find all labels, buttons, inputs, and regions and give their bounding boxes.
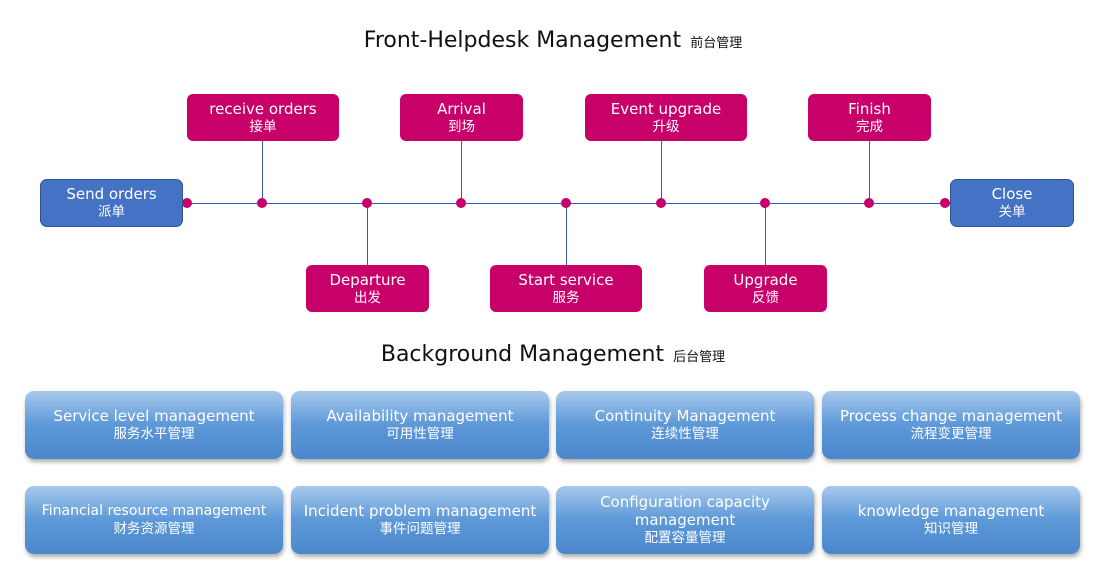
start-service-zh: 服务 bbox=[552, 289, 580, 306]
start-service-en: Start service bbox=[518, 270, 614, 289]
timeline-dot bbox=[362, 198, 372, 208]
timeline-dot bbox=[182, 198, 192, 208]
process-change-management-box: Process change management 流程变更管理 bbox=[822, 391, 1080, 459]
timeline-dot bbox=[864, 198, 874, 208]
module-label-zh: 配置容量管理 bbox=[644, 530, 726, 546]
connector-receive bbox=[262, 141, 263, 203]
start-service-box: Start service 服务 bbox=[490, 265, 642, 312]
module-label-en: Continuity Management bbox=[594, 407, 776, 425]
configuration-capacity-management-box: Configuration capacity management 配置容量管理 bbox=[556, 486, 814, 554]
upgrade-box: Upgrade 反馈 bbox=[704, 265, 827, 312]
event-upgrade-zh: 升级 bbox=[652, 118, 680, 135]
service-level-management-box: Service level management 服务水平管理 bbox=[25, 391, 283, 459]
send-orders-en: Send orders bbox=[66, 185, 157, 203]
module-label-en: Configuration capacity management bbox=[600, 493, 770, 529]
back-title: Background Management 后台管理 bbox=[0, 342, 1106, 367]
module-label-zh: 知识管理 bbox=[924, 521, 978, 537]
connector-arrival bbox=[461, 141, 462, 203]
front-title: Front-Helpdesk Management 前台管理 bbox=[0, 28, 1106, 53]
module-label-zh: 连续性管理 bbox=[651, 426, 719, 442]
module-label-en: Incident problem management bbox=[303, 502, 537, 520]
knowledge-management-box: knowledge management 知识管理 bbox=[822, 486, 1080, 554]
incident-problem-management-box: Incident problem management 事件问题管理 bbox=[291, 486, 549, 554]
finish-en: Finish bbox=[848, 99, 891, 118]
module-label-en: Financial resource management bbox=[41, 503, 267, 519]
module-label-zh: 事件问题管理 bbox=[379, 521, 461, 537]
timeline-dot bbox=[257, 198, 267, 208]
module-label-en: knowledge management bbox=[857, 502, 1045, 520]
close-en: Close bbox=[991, 185, 1033, 203]
close-zh: 关单 bbox=[998, 204, 1026, 220]
back-title-zh: 后台管理 bbox=[673, 350, 726, 365]
connector-upgrade bbox=[765, 203, 766, 266]
availability-management-box: Availability management 可用性管理 bbox=[291, 391, 549, 459]
departure-box: Departure 出发 bbox=[306, 265, 429, 312]
finish-box: Finish 完成 bbox=[808, 94, 931, 141]
financial-resource-management-box: Financial resource management 财务资源管理 bbox=[25, 486, 283, 554]
departure-zh: 出发 bbox=[354, 289, 381, 306]
close-box: Close 关单 bbox=[950, 179, 1074, 227]
timeline-dot bbox=[456, 198, 466, 208]
upgrade-en: Upgrade bbox=[733, 270, 798, 289]
departure-en: Departure bbox=[329, 270, 406, 289]
arrival-zh: 到场 bbox=[448, 118, 475, 135]
front-title-zh: 前台管理 bbox=[690, 36, 743, 51]
finish-zh: 完成 bbox=[856, 118, 883, 135]
connector-departure bbox=[367, 203, 368, 266]
receive-orders-en: receive orders bbox=[209, 99, 317, 118]
receive-orders-zh: 接单 bbox=[249, 118, 277, 135]
module-label-zh: 可用性管理 bbox=[386, 426, 454, 442]
timeline-dot bbox=[561, 198, 571, 208]
arrival-box: Arrival 到场 bbox=[400, 94, 523, 141]
timeline-dot bbox=[940, 198, 950, 208]
arrival-en: Arrival bbox=[437, 99, 486, 118]
module-label-zh: 服务水平管理 bbox=[113, 426, 195, 442]
module-label-en: Process change management bbox=[839, 407, 1063, 425]
module-label-zh: 流程变更管理 bbox=[910, 426, 992, 442]
upgrade-zh: 反馈 bbox=[752, 289, 779, 306]
send-orders-zh: 派单 bbox=[98, 204, 125, 220]
back-title-en: Background Management bbox=[380, 342, 665, 367]
send-orders-box: Send orders 派单 bbox=[40, 179, 183, 227]
event-upgrade-box: Event upgrade 升级 bbox=[585, 94, 747, 141]
continuity-management-box: Continuity Management 连续性管理 bbox=[556, 391, 814, 459]
module-label-zh: 财务资源管理 bbox=[113, 521, 195, 537]
connector-start bbox=[566, 203, 567, 266]
module-label-en: Availability management bbox=[326, 407, 514, 425]
front-title-en: Front-Helpdesk Management bbox=[363, 28, 682, 53]
timeline-dot bbox=[760, 198, 770, 208]
event-upgrade-en: Event upgrade bbox=[610, 99, 722, 118]
module-label-en: Service level management bbox=[53, 407, 255, 425]
timeline-dot bbox=[656, 198, 666, 208]
connector-finish bbox=[869, 141, 870, 203]
connector-event bbox=[661, 141, 662, 203]
receive-orders-box: receive orders 接单 bbox=[187, 94, 339, 141]
